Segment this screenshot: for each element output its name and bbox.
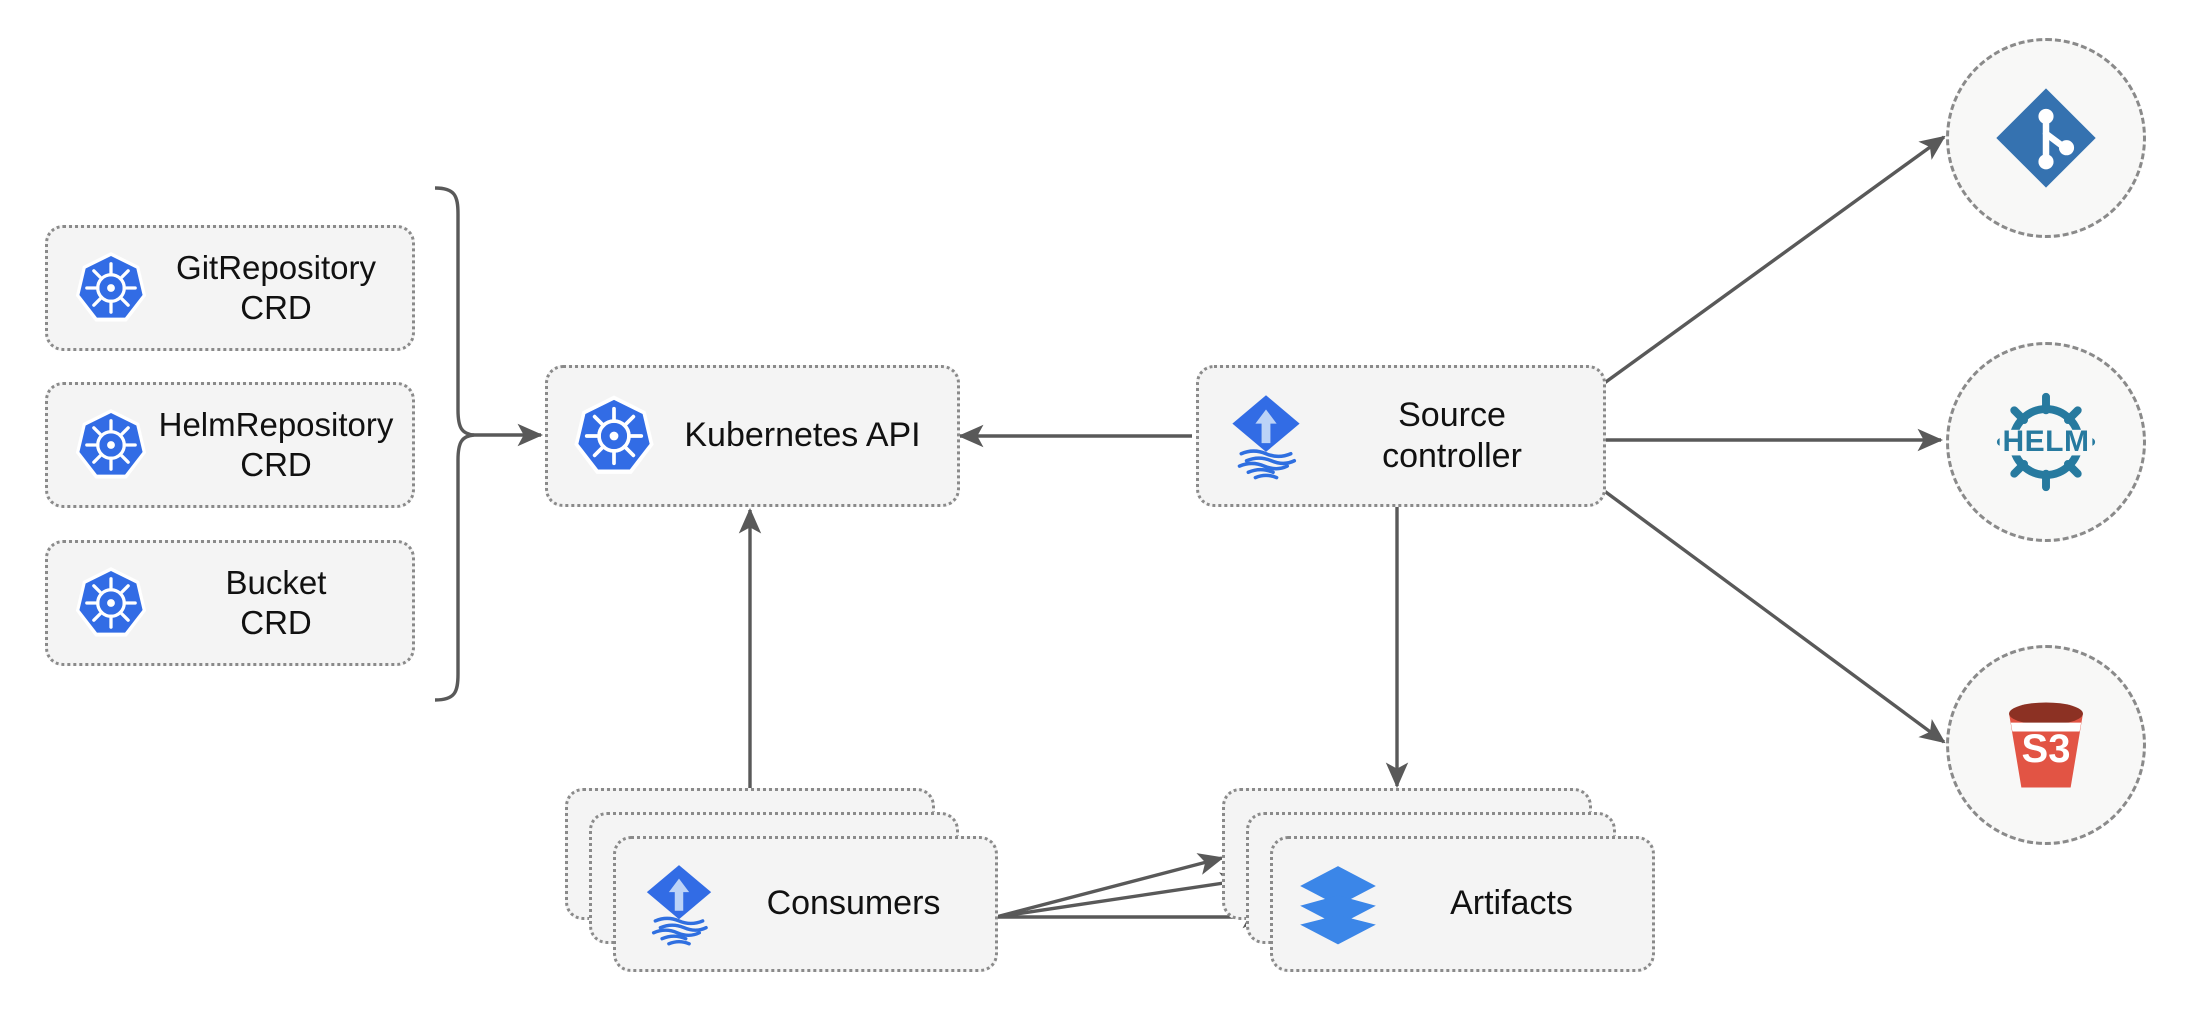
node-bucket-crd[interactable]: Bucket CRD [45,540,415,666]
node-label: Kubernetes API [684,416,921,455]
node-label: HelmRepository CRD [158,405,394,483]
node-gitrepository-crd[interactable]: GitRepository CRD [45,225,415,351]
flux-icon [1199,390,1311,482]
node-kubernetes-api[interactable]: Kubernetes API [545,365,960,507]
kubernetes-icon [48,249,150,327]
kubernetes-icon [48,564,150,642]
edge-consumers-to-artifacts-back [995,853,1224,919]
node-artifacts[interactable]: Artifacts [1270,836,1655,972]
s3-label: S3 [2021,726,2071,771]
git-icon [1992,84,2100,192]
crd-group-brace [434,186,475,702]
helm-label: HELM [2002,425,2090,458]
edge-consumers-to-artifacts-mid [995,872,1247,919]
s3-bucket-icon: S3 [1990,689,2102,801]
external-s3[interactable]: S3 [1946,645,2146,845]
edge-source-controller-to-git [1602,135,1946,386]
helm-icon: HELM [1985,381,2107,503]
kubernetes-icon [548,392,658,480]
external-git[interactable] [1946,38,2146,238]
flux-icon [616,860,722,948]
layers-icon [1273,861,1381,947]
node-label: GitRepository CRD [176,248,376,326]
node-label: Source controller [1382,395,1522,475]
node-label: Consumers [766,884,941,923]
node-helmrepository-crd[interactable]: HelmRepository CRD [45,382,415,508]
node-source-controller[interactable]: Source controller [1196,365,1606,507]
kubernetes-icon [48,406,150,484]
external-helm[interactable]: HELM [1946,342,2146,542]
edge-source-controller-to-s3 [1601,488,1946,744]
node-label: Bucket CRD [225,563,327,641]
node-consumers[interactable]: Consumers [613,836,998,972]
node-label: Artifacts [1450,884,1573,923]
